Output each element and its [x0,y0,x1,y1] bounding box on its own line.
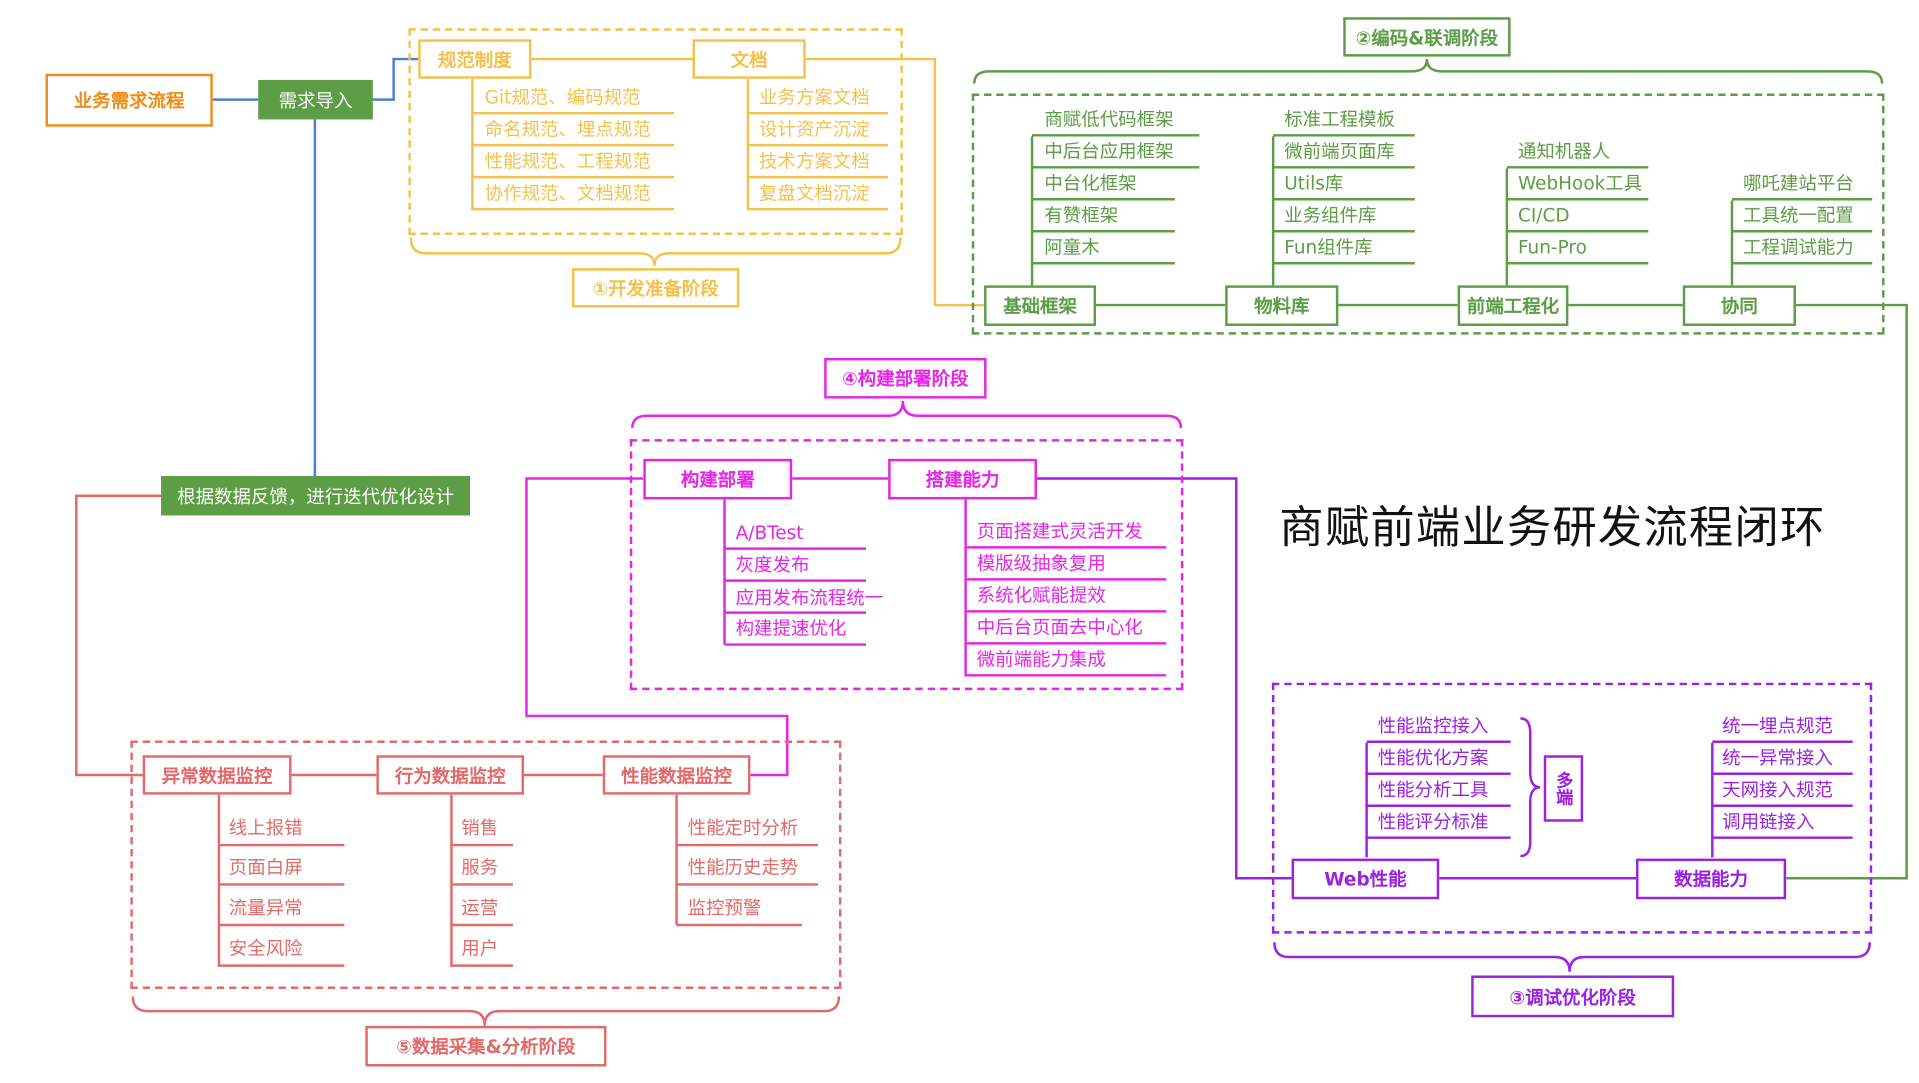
data-item: 天网接入规范 [1722,778,1833,801]
perf-item: 性能历史走势 [687,856,799,879]
root-node: 业务需求流程 [45,73,213,127]
norms-item: Git规范、编码规范 [484,86,641,109]
behavior-item: 运营 [461,896,499,919]
stage4-frame [629,439,1184,691]
material-item: Utils库 [1284,172,1344,195]
docs-node: 文档 [692,39,806,79]
base-framework-node: 基础框架 [984,285,1097,326]
norms-item: 命名规范、埋点规范 [484,118,651,141]
collab-item: 哪吒建站平台 [1743,172,1854,195]
feedback-node: 根据数据反馈，进行迭代优化设计 [161,476,470,516]
build-item: 灰度发布 [735,553,810,576]
builder-capability-node: 搭建能力 [888,458,1037,500]
behavior-item: 服务 [461,856,499,879]
eng-item: CI/CD [1517,204,1570,227]
collab-node: 协同 [1682,285,1796,326]
builder-item: 系统化赋能提效 [976,584,1106,607]
perf-item: 性能定时分析 [687,816,799,839]
web-perf-node: Web性能 [1291,858,1440,900]
web-perf-item: 性能评分标准 [1377,810,1489,833]
diagram-title: 商赋前端业务研发流程闭环 [1279,503,1826,554]
fe-engineering-node: 前端工程化 [1457,285,1569,326]
stage4-label: ④构建部署阶段 [824,357,987,399]
stage1-frame [408,28,903,235]
material-item: 微前端页面库 [1284,140,1395,163]
build-item: 构建提速优化 [735,617,847,640]
multi-end-node: 多端 [1543,755,1584,822]
stage2-connectors [973,58,1908,880]
behavior-item: 用户 [461,937,499,960]
behavior-item: 销售 [461,816,499,839]
blue-connectors [211,57,419,477]
demand-node: 需求导入 [258,79,373,120]
docs-item: 设计资产沉淀 [758,118,870,141]
material-lib-node: 物料库 [1225,285,1339,326]
builder-item: 页面搭建式灵活开发 [976,520,1143,543]
stage2-frame [971,93,1885,335]
collab-item: 工程调试能力 [1743,236,1854,259]
data-item: 调用链接入 [1722,810,1815,833]
behavior-monitor-node: 行为数据监控 [376,755,525,795]
docs-item: 技术方案文档 [758,150,870,173]
docs-item: 业务方案文档 [758,86,870,109]
norms-node: 规范制度 [418,39,532,79]
data-capability-node: 数据能力 [1636,858,1787,900]
data-item: 统一异常接入 [1722,746,1833,769]
norms-item: 协作规范、文档规范 [484,182,651,205]
base-item: 中台化框架 [1044,172,1137,195]
stage1-label: ①开发准备阶段 [571,268,740,308]
eng-item: 通知机器人 [1517,140,1611,163]
stage2-label: ②编码&联调阶段 [1343,17,1511,57]
error-item: 线上报错 [228,816,303,839]
build-deploy-node: 构建部署 [643,458,793,500]
eng-item: Fun-Pro [1517,236,1587,259]
build-item: A/BTest [735,521,804,544]
perf-monitor-node: 性能数据监控 [602,755,751,795]
web-perf-item: 性能优化方案 [1377,746,1489,769]
stage1-connectors [409,57,985,307]
builder-item: 微前端能力集成 [976,648,1106,671]
material-item: Fun组件库 [1284,236,1373,259]
error-item: 流量异常 [228,896,303,919]
stage3-frame [1271,682,1873,934]
perf-item: 监控预警 [687,896,762,919]
material-item: 业务组件库 [1284,204,1377,227]
stage4-connectors [525,400,1183,777]
base-item: 阿童木 [1044,236,1100,259]
stage3-label: ③调试优化阶段 [1471,975,1675,1018]
web-perf-item: 性能监控接入 [1377,714,1489,737]
data-item: 统一埋点规范 [1722,714,1833,737]
eng-item: WebHook工具 [1517,172,1643,195]
material-item: 标准工程模板 [1284,108,1395,131]
base-item: 有赞框架 [1044,204,1119,227]
error-item: 页面白屏 [228,856,303,879]
base-item: 商赋低代码框架 [1044,108,1174,131]
stage5-connectors [75,494,841,1026]
base-item: 中后台应用框架 [1044,140,1174,163]
stage5-label: ⑤数据采集&分析阶段 [365,1025,607,1067]
norms-item: 性能规范、工程规范 [484,150,651,173]
build-item: 应用发布流程统一 [735,586,884,609]
web-perf-item: 性能分析工具 [1377,778,1489,801]
builder-item: 中后台页面去中心化 [976,616,1143,639]
docs-item: 复盘文档沉淀 [758,182,870,205]
stage5-frame [130,740,842,990]
error-item: 安全风险 [228,937,303,960]
builder-item: 模版级抽象复用 [976,552,1106,575]
error-monitor-node: 异常数据监控 [142,755,292,795]
collab-item: 工具统一配置 [1743,204,1854,227]
